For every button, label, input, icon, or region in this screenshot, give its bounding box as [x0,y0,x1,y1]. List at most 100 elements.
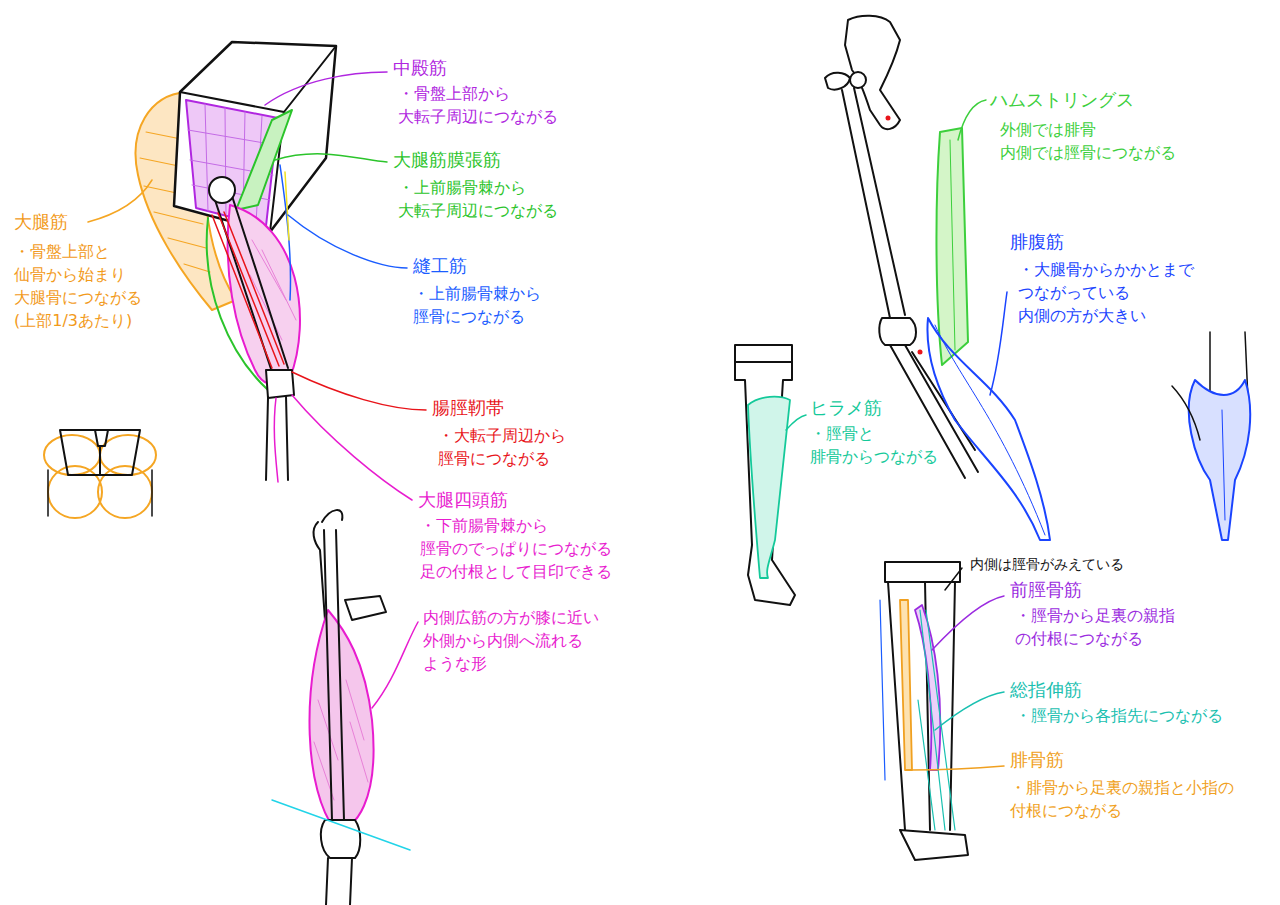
foot-bone [900,830,968,860]
text-line: 中殿筋 [393,56,447,79]
gastrocnemius [927,318,1050,540]
muscle-note: 内側は脛骨がみえている [970,553,1124,576]
leader-line [288,215,407,268]
muscle-note: ・骨盤上部と 仙骨から始まり 大腿骨につながる (上部1/3あたり) [14,240,142,332]
muscle-note: ・腓骨から足裏の親指と小指の 付根につながる [1010,776,1234,822]
gluteus-outline [100,435,156,475]
muscle-note: ・骨盤上部から 大転子周辺につながる [398,82,558,128]
shin-front-figure [880,562,1004,860]
muscle-name: 腓骨筋 [1010,748,1064,771]
pelvis-icon [44,430,156,518]
gluteus-outline [44,435,100,475]
leader-line [372,622,418,708]
muscle-outline [950,140,955,350]
text-line: ヒラメ筋 [810,396,882,419]
leader-line [275,154,387,162]
muscle-outline [285,172,289,240]
text-line: 内側は脛骨がみえている [970,553,1124,576]
text-line: ・骨盤上部から [398,82,558,105]
muscle-note: 外側では腓骨 内側では脛骨につながる [1000,118,1176,164]
text-line: 総指伸筋 [1010,678,1082,701]
pelvis-bone [845,16,900,129]
text-line: 大腿四頭筋 [418,488,508,511]
tibia [326,858,352,905]
leader-line [958,100,986,140]
muscle-name: ハムストリングス [990,88,1134,111]
text-line: 脛骨のでっぱりにつながる [420,537,612,560]
pelvis-bone [345,596,386,620]
text-line: ・上前腸骨棘から [398,176,558,199]
muscle-outline [274,398,278,482]
text-line: ・腓骨から足裏の親指と小指の [1010,776,1234,799]
attachment-dot [918,350,923,355]
text-line: 内側では脛骨につながる [1000,141,1176,164]
muscle-note: ・大腿骨からかかとまで つながっている 内側の方が大きい [1018,258,1194,327]
sartorius [280,165,291,300]
text-line: 大転子周辺につながる [398,199,558,222]
text-line: ・大腿骨からかかとまで [1018,258,1194,281]
muscle-note: ・大転子周辺から 脛骨につながる [438,424,566,470]
shin-side-figure [735,345,806,605]
muscle-name: 中殿筋 [393,56,447,79]
muscle-name: 大腿四頭筋 [418,488,508,511]
iliotibial-band [212,212,284,368]
text-line: 脛骨につながる [413,305,541,328]
text-line: 脛骨につながる [438,447,566,470]
text-line: 大腿骨につながる [14,286,142,309]
text-line: 腓腹筋 [1010,230,1064,253]
pelvis-edge [180,46,336,232]
muscle-name: ヒラメ筋 [810,396,882,419]
text-line: ような形 [423,652,599,675]
femur [48,470,152,516]
pelvis-box [60,430,140,475]
text-line: 付根につながる [1010,799,1234,822]
guide-line [272,800,410,850]
muscle-name: 腸脛靭帯 [432,396,504,419]
muscle-name: 大腿筋膜張筋 [393,148,501,171]
muscle-outline [1222,410,1225,520]
text-line: 腸脛靭帯 [432,396,504,419]
muscle-name: 大腿筋 [14,210,68,233]
leader-line [292,372,426,410]
knee [266,370,294,398]
leader-line [88,180,152,222]
text-line: 縫工筋 [413,254,467,277]
gluteus-outline [98,466,152,518]
text-line: 外側では腓骨 [1000,118,1176,141]
leader-line [786,415,806,430]
attachment-dot [886,116,891,121]
text-line: つながっている [1018,281,1194,304]
text-line: 腓骨からつながる [810,445,938,468]
knee [879,318,916,345]
text-line: ・脛骨と [810,422,938,445]
leg-outline [1172,386,1200,440]
hamstrings [936,128,968,365]
leader-line [990,292,1007,395]
peroneus [900,600,912,770]
muscle-note: 内側広筋の方が膝に近い 外側から内側へ流れる ような形 [423,606,599,675]
thigh-front-figure [272,510,418,905]
text-line: 前脛骨筋 [1010,578,1082,601]
hip-figure [88,42,426,500]
text-line: ・脛骨から足裏の親指 [1015,604,1175,627]
text-line: ・上前腸骨棘から [413,282,541,305]
leg-outline [880,600,885,780]
pelvis-box [174,42,336,232]
muscle-note: ・脛骨と 腓骨からつながる [810,422,938,468]
text-line: ハムストリングス [990,88,1134,111]
lower-leg-bone [735,345,795,605]
gluteus-outline [48,466,102,518]
muscle-note: ・脛骨から各指先につながる [1015,704,1223,727]
text-line: 腓骨筋 [1010,748,1064,771]
knee [885,562,960,582]
leader-line [292,395,412,500]
femur [324,530,344,820]
text-line: 大腿筋膜張筋 [393,148,501,171]
text-line: 内側の方が大きい [1018,304,1194,327]
leader-line [265,72,387,105]
text-line: (上部1/3あたり) [14,309,142,332]
leader-line [932,596,1004,650]
text-line: 足の付根として目印できる [420,560,612,583]
femur [842,88,905,318]
